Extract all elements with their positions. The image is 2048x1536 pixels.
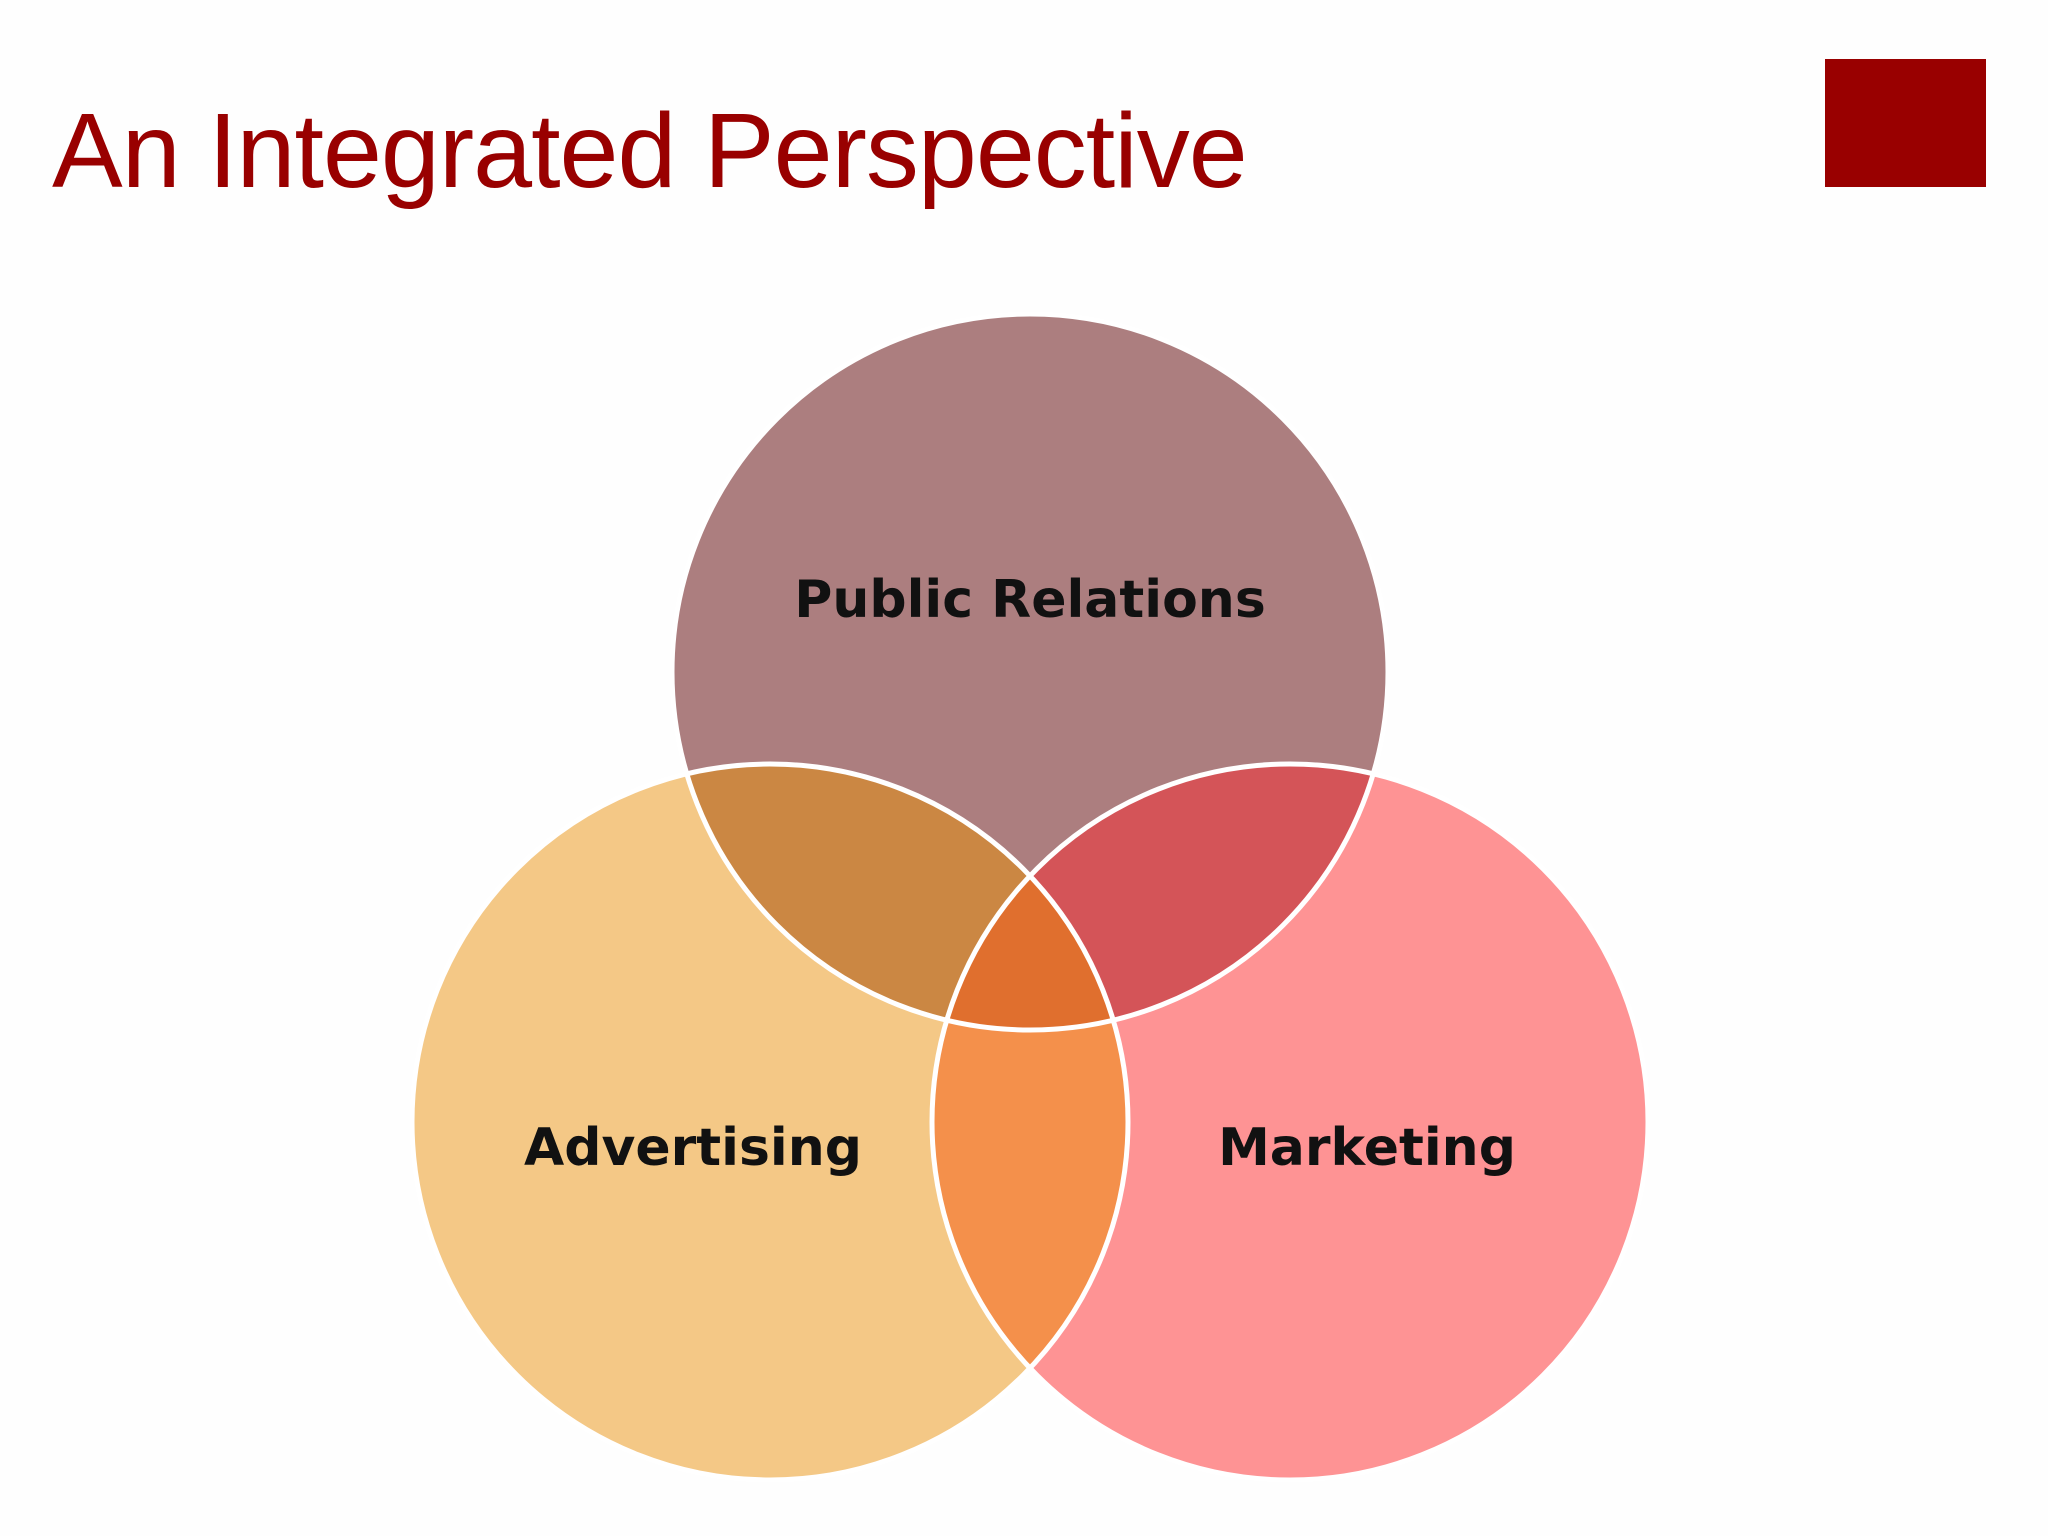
pr-advertising-overlap <box>672 764 1128 1030</box>
slide-title: An Integrated Perspective <box>52 92 1248 210</box>
pr-marketing-overlap <box>932 764 1388 1030</box>
public-relations-label: Public Relations <box>794 570 1266 630</box>
circle-outlines <box>409 311 1651 1483</box>
advertising-label: Advertising <box>524 1118 862 1178</box>
marketing-label: Marketing <box>1218 1118 1516 1178</box>
accent-square <box>1825 59 1986 187</box>
